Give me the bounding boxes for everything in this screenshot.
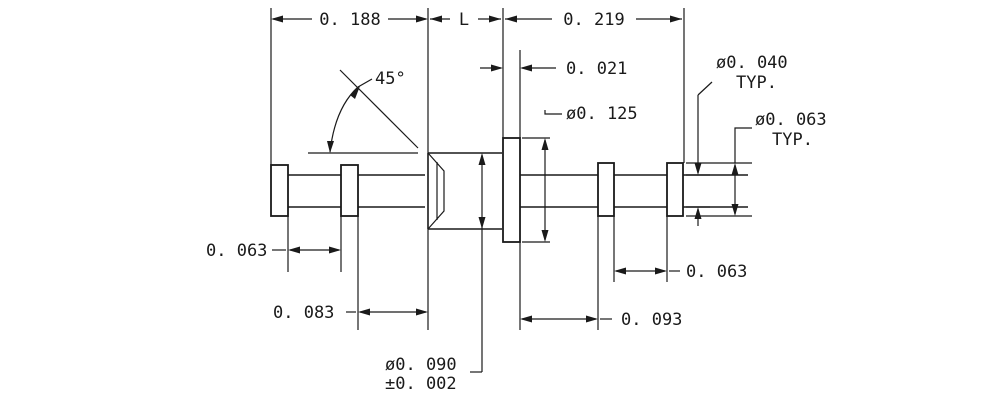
body (427, 152, 502, 230)
dim-top-mid: L (459, 10, 469, 30)
dim-left-body-length: 0. 083 (273, 303, 334, 323)
dim-left-collar-pitch: 0. 063 (206, 241, 267, 261)
dim-right-body-length: 0. 093 (621, 310, 682, 330)
dim-pin-diameter: ø0. 040 (716, 53, 788, 73)
extension-lines (270, 8, 752, 330)
dimension-lines (271, 15, 752, 373)
dim-top-left: 0. 188 (319, 10, 380, 30)
dim-collar-diameter-typ: TYP. (772, 130, 813, 150)
dim-flange-diameter: ø0. 125 (566, 104, 638, 124)
flange (502, 137, 521, 243)
dim-body-diameter: ø0. 090 (385, 355, 457, 375)
dim-body-tolerance: ±0. 002 (385, 374, 457, 394)
part-outline (270, 137, 748, 243)
right-inner-collar (597, 162, 615, 217)
dim-pin-diameter-typ: TYP. (736, 73, 777, 93)
dim-angle: 45° (375, 69, 406, 89)
left-end-collar (270, 164, 289, 217)
right-end-collar (666, 162, 684, 217)
dim-collar-diameter: ø0. 063 (755, 110, 827, 130)
dim-flange-thickness: 0. 021 (566, 59, 627, 79)
dim-top-right: 0. 219 (563, 10, 624, 30)
dim-right-collar-pitch: 0. 063 (686, 262, 747, 282)
left-inner-collar (340, 164, 359, 217)
dimension-labels: 0. 188 L 0. 219 45° 0. 021 ø0. 125 ø0. 0… (206, 10, 827, 394)
